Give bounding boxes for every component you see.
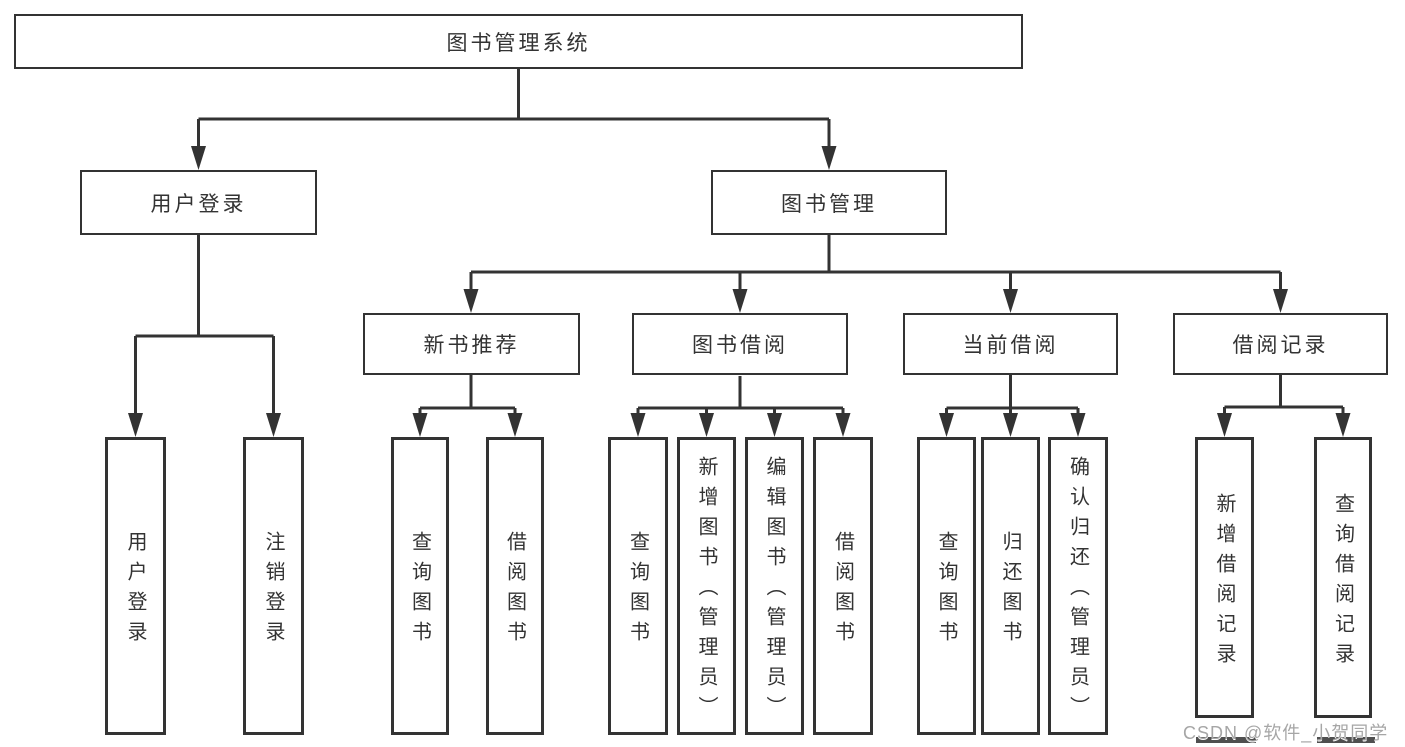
leaf-current-return-books: 归还图书 [981,437,1040,735]
node-label: 查询图书 [626,531,649,651]
leaf-borrowing-edit-books-admin: 编辑图书（管理员） [745,437,804,735]
tree-edges [134,69,1345,416]
leaf-recommend-query-books: 查询图书 [391,437,449,735]
node-label: 查询图书 [408,531,431,651]
node-label: 注销登录 [262,531,284,651]
leaf-current-query-books: 查询图书 [917,437,976,735]
node-label: 新书推荐 [423,334,520,357]
leaf-logout: 注销登录 [243,437,304,735]
node-book-borrowing: 图书借阅 [632,313,848,375]
leaf-borrowing-add-books-admin: 新增图书（管理员） [677,437,736,735]
node-label: 新增图书（管理员） [695,456,717,726]
node-borrowing-records: 借阅记录 [1173,313,1388,375]
node-new-book-recommend: 新书推荐 [363,313,580,375]
node-label: 归还图书 [999,531,1021,651]
node-label: 借阅记录 [1232,334,1329,357]
node-current-borrowing: 当前借阅 [903,313,1118,375]
node-label: 用户登录 [150,192,247,216]
node-book-management: 图书管理 [711,170,947,235]
leaf-records-add-record: 新增借阅记录 [1195,437,1254,718]
watermark-artifact-bar [1196,737,1256,743]
node-label: 图书借阅 [692,334,788,357]
node-label: 借阅图书 [831,531,854,651]
node-label: 新增借阅记录 [1213,492,1235,673]
node-label: 图书管理系统 [446,31,591,55]
node-user-login: 用户登录 [80,170,317,235]
node-label: 当前借阅 [962,334,1059,357]
leaf-current-confirm-return-admin: 确认归还（管理员） [1048,437,1108,735]
leaf-borrowing-query-books: 查询图书 [608,437,668,735]
node-label: 借阅图书 [503,531,526,651]
watermark: CSDN @软件_小贺同学 [1183,723,1389,743]
leaf-records-query-record: 查询借阅记录 [1314,437,1372,718]
leaf-user-login: 用户登录 [105,437,166,735]
node-root: 图书管理系统 [14,14,1023,69]
node-label: 查询借阅记录 [1331,492,1354,673]
node-label: 用户登录 [124,531,146,651]
node-label: 图书管理 [781,192,877,216]
arrowheads [128,146,1351,437]
leaf-recommend-borrow-books: 借阅图书 [486,437,544,735]
node-label: 编辑图书（管理员） [763,456,785,726]
node-label: 确认归还（管理员） [1066,456,1089,726]
watermark-artifact-bar [1317,737,1375,743]
node-label: 查询图书 [935,531,957,651]
leaf-borrowing-borrow-books: 借阅图书 [813,437,873,735]
